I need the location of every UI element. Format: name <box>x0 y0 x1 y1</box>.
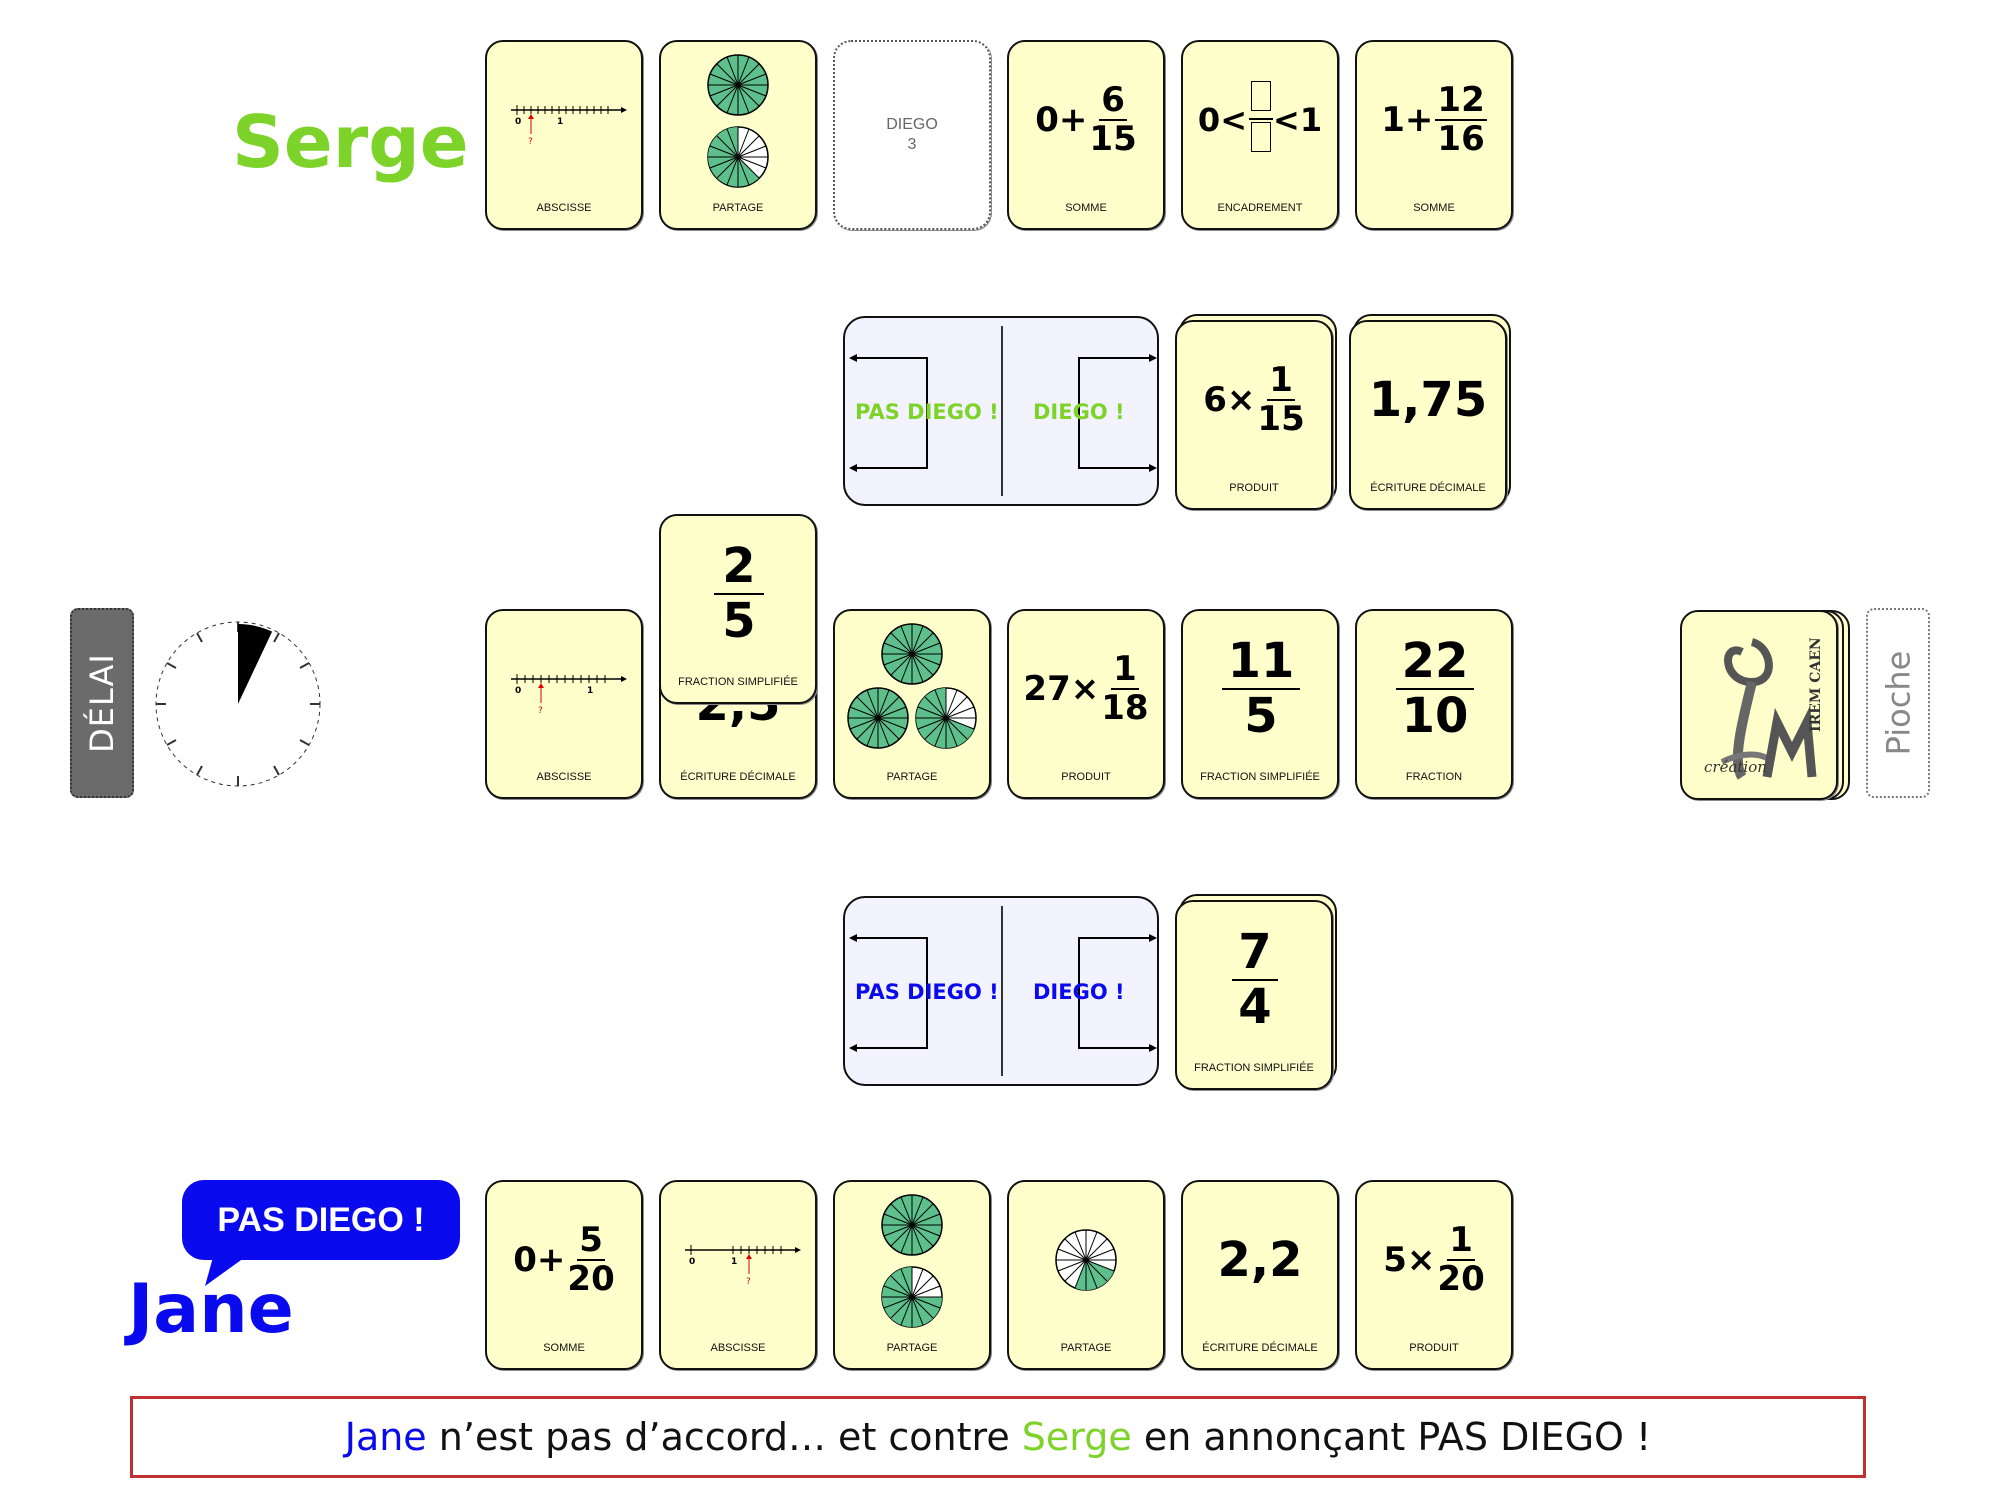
pie-chart-icon <box>707 54 769 188</box>
svg-text:0: 0 <box>515 117 521 127</box>
card-label: FRACTION SIMPLIFIÉE <box>1194 1062 1314 1074</box>
number-line-icon: 0 1 ? <box>511 105 627 147</box>
svg-text:?: ? <box>746 1277 751 1287</box>
card-label: PARTAGE <box>712 202 764 214</box>
svg-text:IREM CAEN: IREM CAEN <box>1808 637 1824 732</box>
card-label: ÉCRITURE DÉCIMALE <box>1202 1342 1318 1354</box>
card-label: ENCADREMENT <box>1217 202 1303 214</box>
pie-chart-icon <box>881 1194 943 1328</box>
irem-logo-icon: IREM CAEN création <box>1704 637 1824 780</box>
jane-card-partage-1[interactable]: PARTAGE <box>833 1180 991 1370</box>
status-message: Jane n’est pas d’accord… et contre Serge… <box>130 1396 1866 1478</box>
pie-chart-icon <box>847 623 977 749</box>
card-label: ÉCRITURE DÉCIMALE <box>1370 482 1486 494</box>
status-text-2: en annonçant PAS DIEGO ! <box>1131 1415 1652 1459</box>
svg-text:?: ? <box>528 137 533 147</box>
serge-card-partage[interactable]: PARTAGE <box>659 40 817 230</box>
pie-chart-icon <box>1055 1229 1117 1291</box>
card-label: FRACTION SIMPLIFIÉE <box>1200 771 1320 783</box>
serge-zone-card-decimale[interactable]: 1,75 ÉCRITURE DÉCIMALE <box>1349 320 1507 510</box>
center-card-abscisse[interactable]: 0 1 ? ABSCISSE <box>485 609 643 799</box>
jane-diego-zone: PAS DIEGO ! DIEGO ! <box>843 896 1159 1086</box>
serge-card-abscisse[interactable]: 0 1 ? ABSCISSE <box>485 40 643 230</box>
serge-card-placeholder: DIEGO 3 <box>833 40 991 230</box>
svg-text:création: création <box>1704 758 1767 776</box>
speech-bubble: PAS DIEGO ! <box>182 1180 460 1260</box>
center-card-partage[interactable]: PARTAGE <box>833 609 991 799</box>
number-line-icon: 0 1 ? <box>685 1245 801 1287</box>
diego-label: DIEGO ! <box>1033 980 1125 1004</box>
card-label: PARTAGE <box>886 1342 938 1354</box>
pas-diego-label: PAS DIEGO ! <box>855 980 999 1004</box>
card-label: PRODUIT <box>1229 482 1279 494</box>
delai-button[interactable]: DÉLAI <box>70 608 134 798</box>
card-label: PARTAGE <box>1060 1342 1112 1354</box>
card-label: FRACTION SIMPLIFIÉE <box>678 676 798 688</box>
status-text-1: n’est pas d’accord… et contre <box>426 1415 1022 1459</box>
timer-icon <box>155 621 321 787</box>
svg-text:0: 0 <box>515 686 521 696</box>
number-line-icon: 0 1 ? <box>511 674 627 716</box>
status-player-jane: Jane <box>344 1415 427 1459</box>
card-label: ÉCRITURE DÉCIMALE <box>680 771 796 783</box>
jane-card-decimale[interactable]: 2,2 ÉCRITURE DÉCIMALE <box>1181 1180 1339 1370</box>
svg-text:1: 1 <box>557 117 563 127</box>
pas-diego-label: PAS DIEGO ! <box>855 400 999 424</box>
card-label: SOMME <box>1413 202 1455 214</box>
jane-card-abscisse[interactable]: 0 1 ? ABSCISSE <box>659 1180 817 1370</box>
serge-diego-zone: PAS DIEGO ! DIEGO ! <box>843 316 1159 506</box>
card-label: FRACTION <box>1405 771 1463 783</box>
card-label: PRODUIT <box>1061 771 1111 783</box>
speech-tail <box>205 1250 255 1286</box>
player-name-jane: Jane <box>128 1270 294 1349</box>
draw-deck[interactable]: IREM CAEN création <box>1680 610 1838 800</box>
bracket-arrows-icon <box>849 934 1157 1052</box>
pioche-button[interactable]: Pioche <box>1866 608 1930 798</box>
svg-text:?: ? <box>538 706 543 716</box>
card-label: PARTAGE <box>886 771 938 783</box>
diego-label: DIEGO ! <box>1033 400 1125 424</box>
svg-text:0: 0 <box>689 1257 695 1267</box>
svg-text:1: 1 <box>731 1257 737 1267</box>
card-label: SOMME <box>1065 202 1107 214</box>
status-player-serge: Serge <box>1021 1415 1132 1459</box>
card-label: ABSCISSE <box>536 202 592 214</box>
svg-text:1: 1 <box>587 686 593 696</box>
card-label: ABSCISSE <box>536 771 592 783</box>
bracket-arrows-icon <box>849 354 1157 472</box>
jane-card-partage-2[interactable]: PARTAGE <box>1007 1180 1165 1370</box>
card-label: SOMME <box>543 1342 585 1354</box>
card-label: PRODUIT <box>1409 1342 1459 1354</box>
serge-card-encadrement[interactable]: 0< <1 ENCADREMENT <box>1181 40 1339 230</box>
card-label: ABSCISSE <box>710 1342 766 1354</box>
player-name-serge: Serge <box>232 100 469 184</box>
